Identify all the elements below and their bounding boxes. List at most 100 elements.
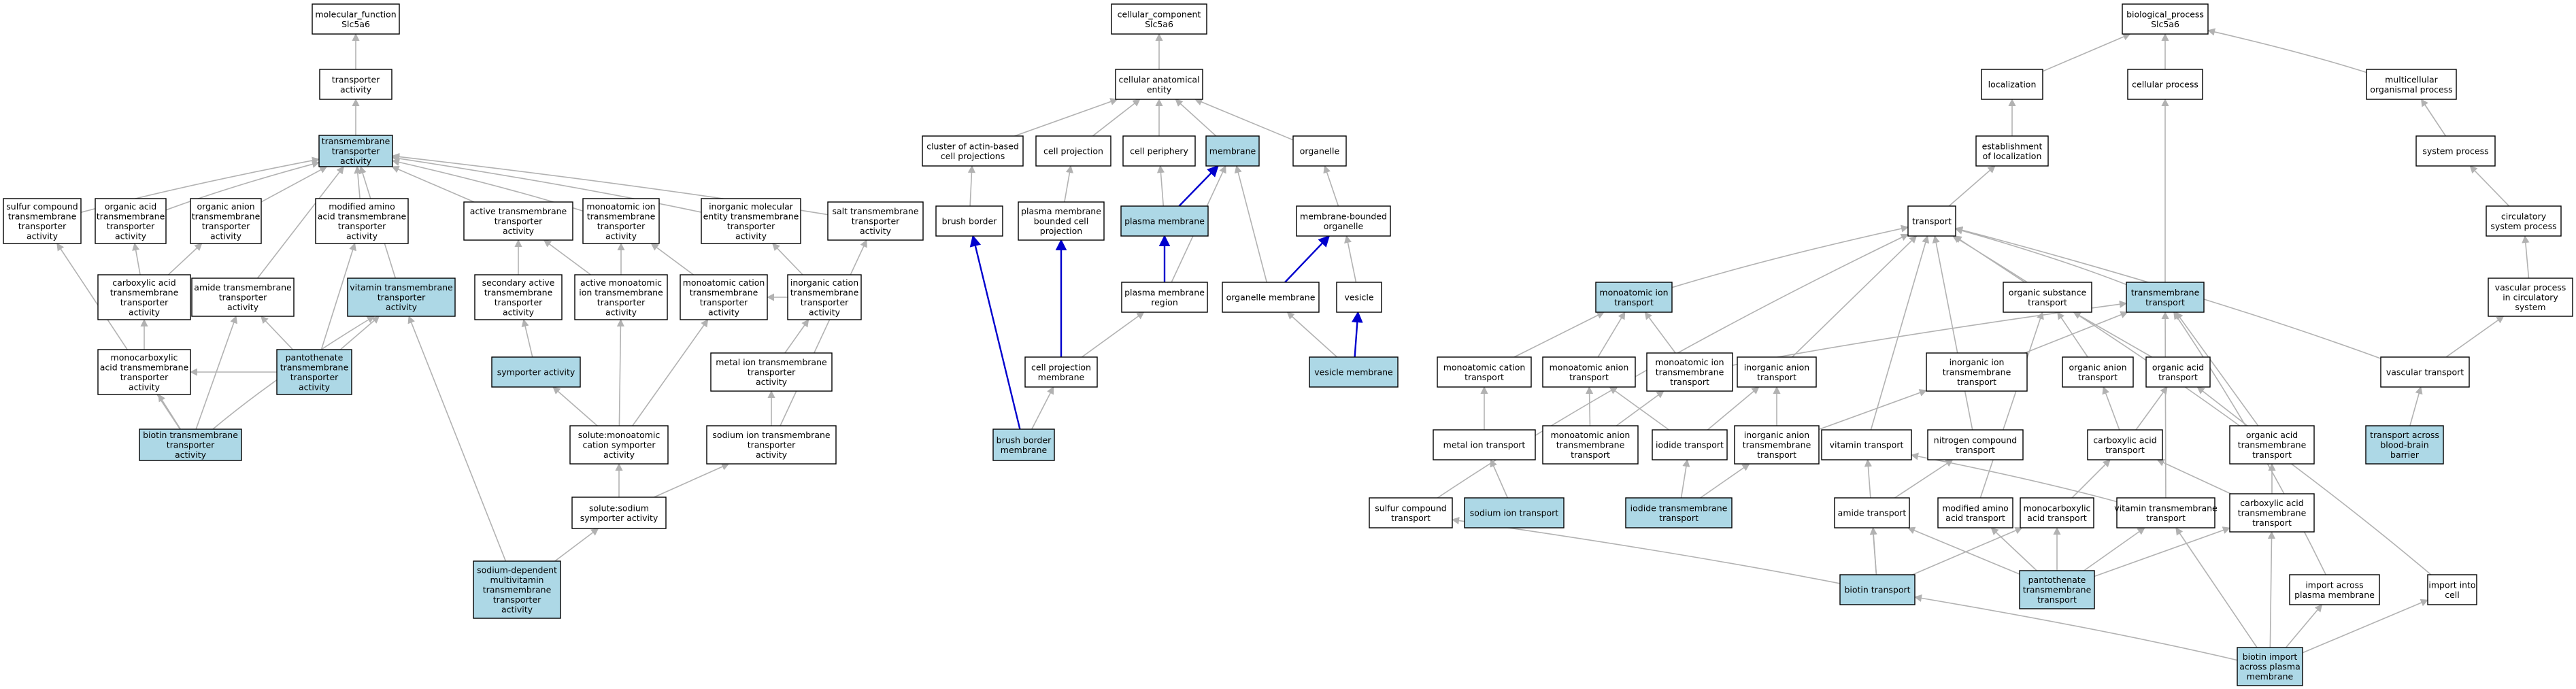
- node-metal-ion-tm[interactable]: metal ion transmembranetransporteractivi…: [710, 352, 833, 392]
- node-amide-transport[interactable]: amide transport: [1834, 497, 1910, 528]
- node-sodium-ion-tm[interactable]: sodium ion transmembranetransporteractiv…: [706, 425, 837, 465]
- node-sulfur-tm[interactable]: sulfur compoundtransmembranetransportera…: [3, 198, 82, 244]
- node-vascular-transport[interactable]: vascular transport: [2380, 356, 2470, 388]
- node-organic-acid-tm[interactable]: organic acidtransmembranetransporteracti…: [95, 198, 167, 244]
- edge-solute_cation_symporter-to-symporter: [552, 386, 598, 426]
- node-monoatomic-cation-tm[interactable]: monoatomic cationtransmembranetransporte…: [680, 274, 768, 320]
- node-vitamin-transport[interactable]: vitamin transport: [1821, 429, 1912, 460]
- node-cell-projection[interactable]: cell projection: [1035, 135, 1111, 167]
- node-label-line: monocarboxylic: [2024, 503, 2091, 513]
- node-box: [1369, 497, 1453, 528]
- node-monoatomic-ion-tm[interactable]: monoatomic iontransmembranetransporterac…: [582, 198, 660, 244]
- node-sodium-multivitamin[interactable]: sodium-dependentmultivitamintransmembran…: [473, 560, 561, 619]
- node-box: [1737, 356, 1817, 388]
- node-label-line: cell projections: [941, 151, 1005, 161]
- node-vesicle[interactable]: vesicle: [1336, 282, 1382, 313]
- node-label-line: transmembrane: [110, 287, 179, 297]
- node-metal-ion-transport[interactable]: metal ion transport: [1433, 429, 1536, 460]
- node-sodium-ion-transport[interactable]: sodium ion transport: [1464, 497, 1565, 528]
- edge-monoatomic_cation_transport-to-monoatomic_ion_transport: [1513, 312, 1605, 358]
- node-biotin-transport[interactable]: biotin transport: [1839, 574, 1916, 605]
- node-label-line: activity: [175, 450, 207, 460]
- node-carboxylic-tm[interactable]: carboxylic acidtransmembranetransportera…: [97, 274, 191, 320]
- node-label-line: transporter: [202, 221, 250, 231]
- node-cellular-process[interactable]: cellular process: [2127, 69, 2203, 100]
- node-inorganic-cation-tm[interactable]: inorganic cationtransmembranetransporter…: [787, 274, 862, 320]
- node-plasma-membrane[interactable]: plasma membrane: [1120, 205, 1209, 237]
- node-symporter[interactable]: symporter activity: [491, 356, 581, 388]
- edge-biotin_import-to-import_into_cell: [2302, 599, 2429, 654]
- node-system-process[interactable]: system process: [2415, 135, 2496, 167]
- node-transport[interactable]: transport: [1907, 205, 1956, 237]
- node-box: [2062, 356, 2134, 388]
- node-iodide-transport[interactable]: iodide transport: [1652, 429, 1728, 460]
- node-pantothenate-tm[interactable]: pantothenatetransmembranetransporteracti…: [276, 349, 352, 395]
- edge-vitamin_tm_transport-to-tm_transport: [2161, 311, 2169, 499]
- node-organic-anion-tm[interactable]: organic aniontransmembranetransporteract…: [190, 198, 262, 244]
- node-vesicle-membrane[interactable]: vesicle membrane: [1309, 356, 1399, 388]
- node-label-line: organic anion: [197, 201, 254, 212]
- node-localization[interactable]: localization: [1981, 69, 2043, 100]
- node-membrane[interactable]: membrane: [1205, 135, 1260, 167]
- node-label-line: transmembrane: [690, 287, 758, 297]
- node-secondary-active[interactable]: secondary activetransmembranetransporter…: [474, 274, 563, 320]
- node-cell-periphery[interactable]: cell periphery: [1122, 135, 1196, 167]
- node-organelle[interactable]: organelle: [1292, 135, 1347, 167]
- node-organelle-membrane[interactable]: organelle membrane: [1222, 282, 1320, 313]
- node-brush-border[interactable]: brush border: [935, 205, 1003, 237]
